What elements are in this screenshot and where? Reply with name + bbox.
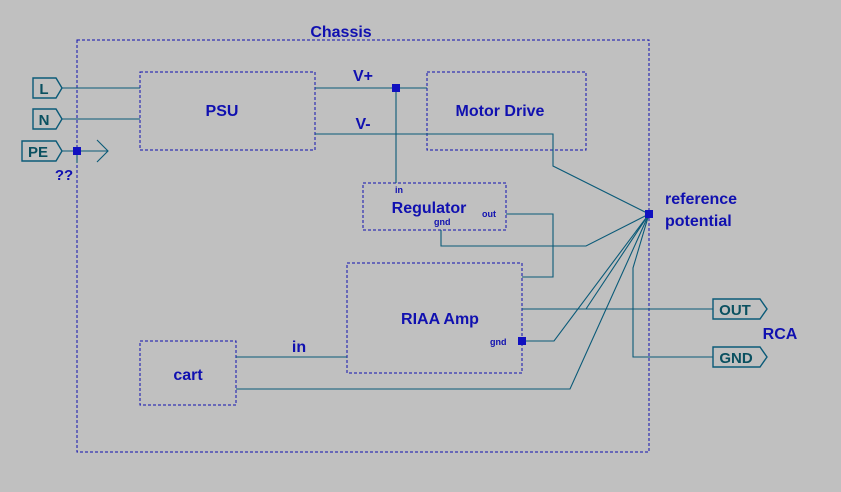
chassis-boundary [76, 39, 650, 453]
rca-label: RCA [763, 326, 798, 343]
motor-drive-block[interactable]: Motor Drive [426, 71, 587, 151]
port-l-label: L [39, 81, 48, 98]
port-l[interactable]: L [32, 77, 63, 99]
cart-block[interactable]: cart [139, 340, 237, 406]
net-label-v-minus: V- [355, 116, 370, 133]
pe-arrow [96, 139, 109, 163]
wire-reference-gnd [632, 213, 713, 358]
regulator-in-pin-label: in [395, 185, 403, 195]
regulator-gnd-pin-label: gnd [434, 217, 451, 227]
motor-drive-label: Motor Drive [456, 103, 545, 120]
riaa-gnd-pin-label: gnd [490, 337, 507, 347]
port-n-label: N [39, 112, 50, 129]
port-gnd-label: GND [719, 350, 753, 367]
junction-v-plus [392, 84, 400, 92]
regulator-out-pin-label: out [482, 209, 496, 219]
regulator-block[interactable]: Regulator in out gnd [362, 182, 507, 231]
reference-label-line1: reference [665, 191, 737, 208]
port-n[interactable]: N [32, 108, 63, 130]
reference-label-line2: potential [665, 213, 732, 230]
junction-riaa-gnd [518, 337, 526, 345]
port-out[interactable]: OUT [712, 298, 768, 320]
wires [62, 87, 713, 390]
wire-riaa-gnd [522, 213, 650, 342]
regulator-label: Regulator [392, 200, 467, 217]
port-pe[interactable]: PE [21, 140, 63, 162]
wire-riaa-out-ref [522, 213, 650, 310]
port-out-label: OUT [719, 302, 751, 319]
riaa-amp-block[interactable]: RIAA Amp gnd [346, 262, 523, 374]
chassis-label: Chassis [310, 24, 371, 41]
wire-cart-gnd [236, 213, 650, 390]
psu-block[interactable]: PSU [139, 71, 316, 151]
psu-label: PSU [206, 103, 239, 120]
port-gnd[interactable]: GND [712, 346, 768, 368]
cart-label: cart [173, 367, 203, 384]
junction-pe [73, 147, 81, 155]
wire-v-minus [315, 133, 650, 215]
riaa-amp-label: RIAA Amp [401, 311, 479, 328]
port-pe-label: PE [28, 144, 48, 161]
net-label-in: in [292, 339, 306, 356]
junction-reference [645, 210, 653, 218]
net-label-v-plus: V+ [353, 68, 373, 85]
wire-regulator-gnd [440, 213, 650, 247]
net-label-unknown: ?? [55, 167, 73, 184]
